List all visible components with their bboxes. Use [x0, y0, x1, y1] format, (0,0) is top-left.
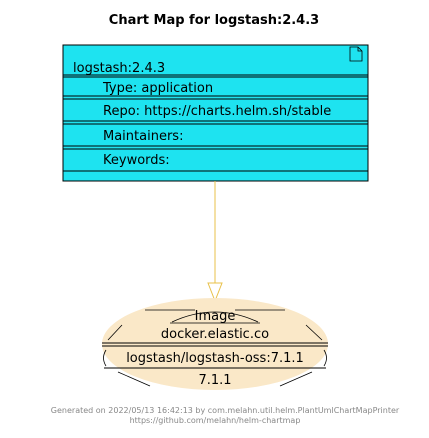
image-node-decoration	[279, 371, 313, 387]
chart-row-box	[62, 98, 369, 122]
footer-generated: Generated on 2022/05/13 16:42:13 by com.…	[51, 406, 400, 415]
arrow-head	[207, 282, 223, 303]
image-registry: docker.elastic.co	[161, 327, 269, 342]
dependency-arrow	[207, 181, 223, 303]
image-repository: logstash/logstash-oss:7.1.1	[126, 351, 304, 366]
chart-row-repo: Repo: https://charts.helm.sh/stable	[103, 104, 331, 119]
chart-name: logstash:2.4.3	[73, 61, 165, 76]
image-tag: 7.1.1	[198, 373, 231, 388]
image-node-decoration	[103, 349, 107, 367]
chart-row-maintainers: Maintainers:	[103, 129, 183, 144]
chart-row-box	[62, 148, 369, 172]
image-node-decoration	[171, 311, 259, 323]
image-node-ellipse	[102, 298, 328, 390]
image-node-decoration	[107, 324, 123, 341]
image-stereotype: Image	[195, 309, 236, 324]
chart-row-box	[62, 76, 369, 97]
document-icon	[349, 46, 363, 62]
chart-row-box	[62, 123, 369, 147]
footer-url: https://github.com/melahn/helm-chartmap	[130, 416, 301, 425]
image-node[interactable]: Image docker.elastic.co logstash/logstas…	[102, 298, 328, 390]
image-node-decoration	[323, 349, 327, 367]
chart-row-keywords: Keywords:	[103, 153, 170, 168]
diagram-title: Chart Map for logstash:2.4.3	[109, 13, 319, 28]
chart-node[interactable]: logstash:2.4.3 Type: application Repo: h…	[62, 44, 369, 182]
chart-row-type: Type: application	[102, 81, 213, 96]
image-node-decoration	[305, 324, 323, 341]
chart-node-box	[62, 44, 369, 182]
image-node-decoration	[117, 371, 151, 387]
